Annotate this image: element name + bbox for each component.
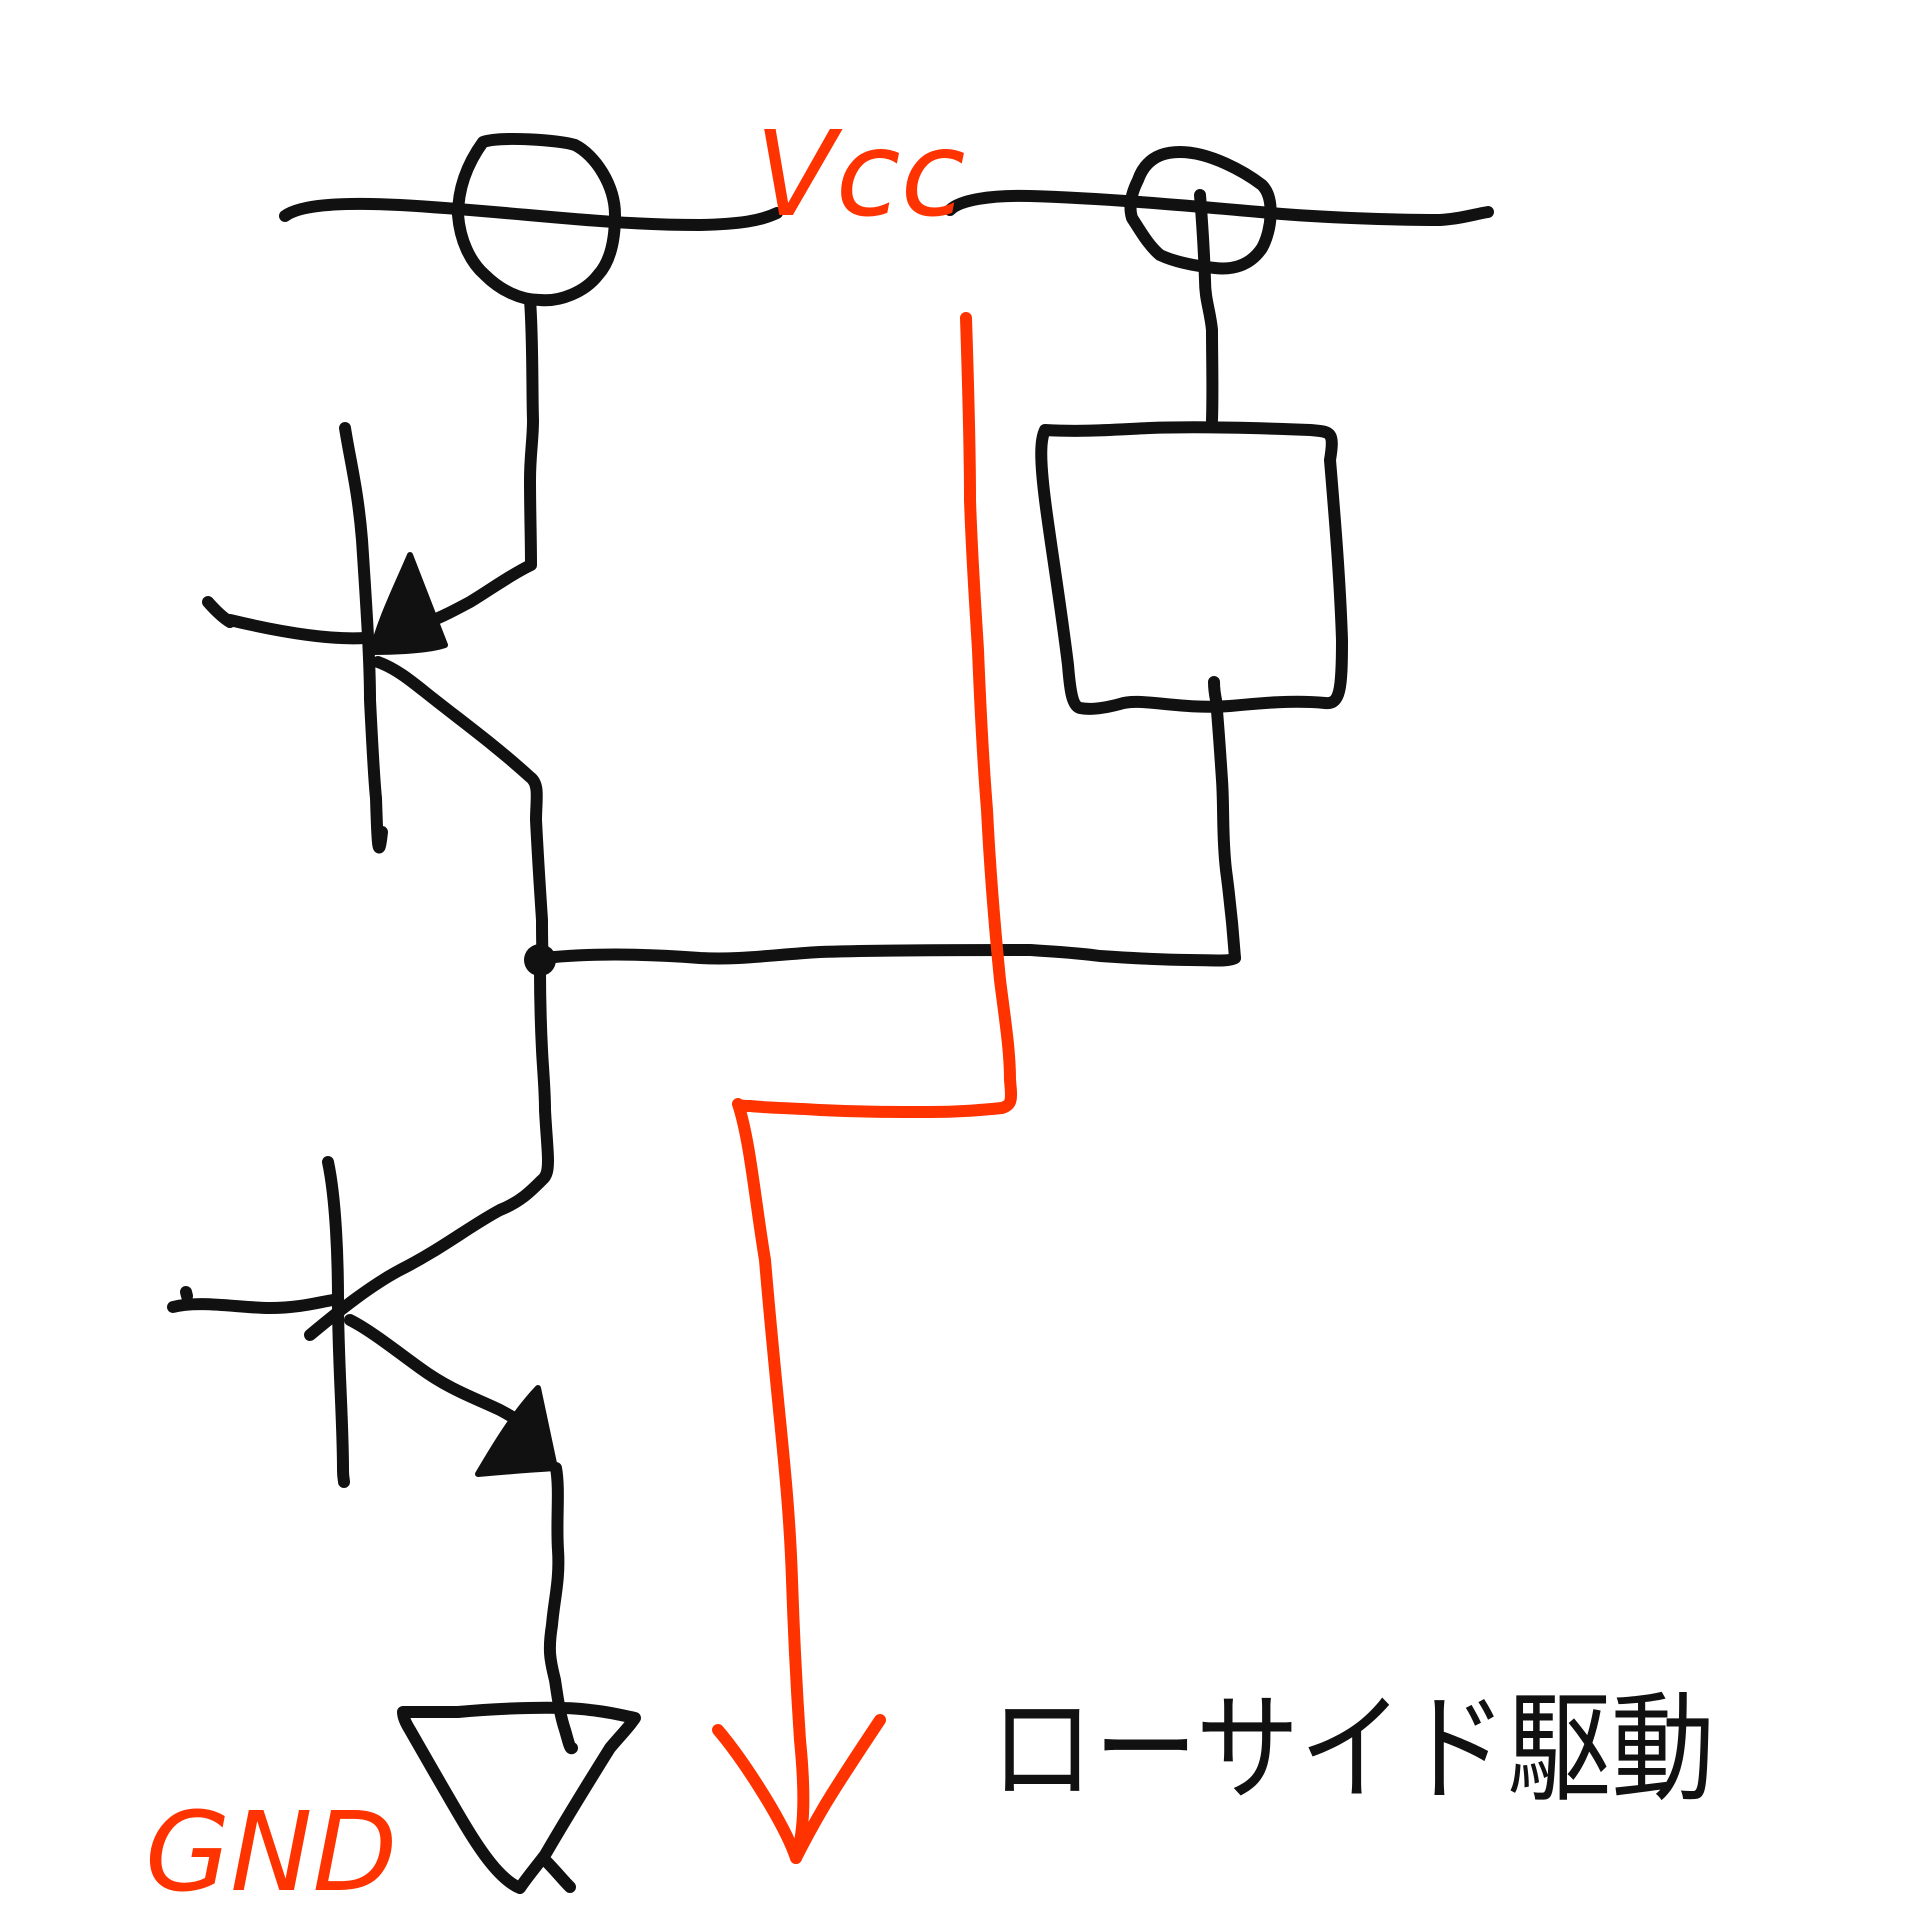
npn-base-bar (322, 1156, 350, 1488)
pnp-emitter-arrow (369, 552, 448, 655)
gnd-symbol-tail (539, 1854, 576, 1893)
caption-label: ローサイド駆動 (990, 1680, 1715, 1818)
npn-base-input-tick (180, 1286, 193, 1302)
wire-pnp-collector-to-node (372, 656, 549, 966)
npn-emitter-arrow (475, 1385, 558, 1477)
vcc-terminal-right (1124, 146, 1277, 275)
wire-load-upper-lead (1194, 189, 1219, 426)
wire-node-to-npn-collector (304, 964, 554, 1341)
wire-vcc-to-pnp-emitter (422, 294, 539, 628)
current-path (732, 312, 1017, 1864)
vcc-terminal-left (452, 133, 621, 307)
wire-load-lower-lead (1208, 676, 1241, 964)
current-arrow-head (712, 1714, 886, 1864)
pnp-base-bar (339, 422, 388, 854)
pnp-base-input (224, 614, 371, 645)
vcc-label: Vcc (755, 105, 965, 243)
pnp-base-input-tick (202, 596, 236, 628)
vcc-rail-left (279, 197, 783, 231)
load-box (1035, 421, 1348, 715)
vcc-rail-right (944, 189, 1494, 226)
npn-base-input (167, 1294, 339, 1314)
gnd-symbol (397, 1701, 641, 1894)
gnd-label: GND (145, 1788, 397, 1916)
wire-npn-emitter-to-gnd (543, 1462, 578, 1755)
wire-node-to-load (539, 944, 1241, 967)
